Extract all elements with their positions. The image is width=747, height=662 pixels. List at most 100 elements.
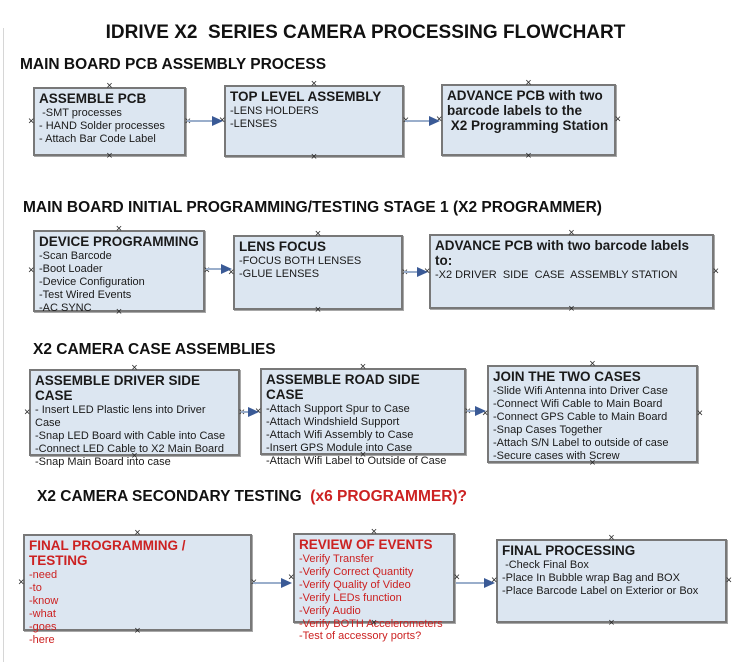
box-item: -SMT processes [39, 107, 122, 119]
box-items: -Verify Transfer-Verify Correct Quantity… [299, 553, 449, 643]
box-items: -Scan Barcode-Boot Loader-Device Configu… [39, 250, 199, 315]
connection-point-icon: × [310, 151, 318, 163]
box-item: -Verify LEDs function [299, 591, 402, 604]
box-item: -Slide Wifi Antenna into Driver Case [493, 385, 668, 397]
box-title: FINAL PROCESSING [502, 543, 636, 558]
connection-point-icon: × [608, 617, 615, 629]
connection-point-icon: × [436, 113, 443, 126]
box-item: -AC SYNC [39, 301, 92, 314]
box-item: -Connect GPS Cable to Main Board [493, 410, 668, 423]
box-lens-focus: LENS FOCUS -FOCUS BOTH LENSES-GLUE LENSE… [228, 229, 408, 316]
connection-point-icon: × [525, 150, 532, 162]
section-heading-initial-programming: MAIN BOARD INITIAL PROGRAMMING/TESTING S… [23, 199, 602, 217]
box-item: -Check Final Box [502, 559, 589, 571]
box-item: -know [29, 594, 59, 607]
flow-arrow [241, 407, 259, 417]
box-assemble-driver-side-case: ASSEMBLE DRIVER SIDE CASE - Insert LED P… [24, 363, 245, 468]
box-title: ASSEMBLE DRIVER SIDE CASE [35, 373, 204, 403]
box-top-level-assembly: TOP LEVEL ASSEMBLY -LENS HOLDERS-LENSES … [219, 79, 409, 163]
connection-point-icon: × [314, 304, 322, 316]
page-title: IDRIVE X2 SERIES CAMERA PROCESSING FLOWC… [105, 22, 626, 43]
connection-point-icon: × [359, 361, 367, 373]
connection-point-icon: × [314, 228, 322, 240]
page-edge-line [3, 28, 4, 662]
flow-arrow [405, 116, 440, 126]
box-item: -goes [29, 620, 57, 633]
box-item: -here [29, 633, 55, 646]
flow-arrow [187, 116, 223, 126]
connection-point-icon: × [28, 115, 35, 127]
box-items: -Slide Wifi Antenna into Driver Case-Con… [493, 385, 692, 462]
box-join-the-two-cases: JOIN THE TWO CASES -Slide Wifi Antenna i… [482, 359, 703, 469]
connection-point-icon: × [219, 114, 226, 127]
box-item: -Verify Correct Quantity [299, 565, 414, 578]
box-item: -Connect Wifi Cable to Main Board [493, 397, 663, 410]
connection-point-icon: × [608, 532, 615, 544]
box-item: -Attach Support Spur to Case [266, 403, 410, 415]
box-items: -SMT processes- HAND Solder processes- A… [39, 107, 180, 146]
heading-text: X2 CAMERA SECONDARY TESTING [37, 488, 311, 505]
connection-point-icon: × [491, 574, 498, 587]
box-item: -Insert GPS Module into Case [266, 441, 413, 454]
connection-point-icon: × [115, 223, 123, 235]
flow-arrow [206, 264, 232, 274]
connection-point-icon: × [238, 406, 245, 418]
heading-text: MAIN BOARD INITIAL PROGRAMMING/TESTING S… [23, 199, 602, 216]
connection-point-icon: × [453, 571, 460, 584]
connection-point-icon: × [402, 114, 409, 127]
box-item: -Place In Bubble wrap Bag and BOX [502, 571, 680, 584]
connection-point-icon: × [464, 405, 471, 417]
connection-point-icon: × [24, 406, 31, 418]
connection-point-icon: × [18, 576, 25, 588]
box-items: -FOCUS BOTH LENSES-GLUE LENSES [239, 255, 397, 281]
box-assemble-pcb: ASSEMBLE PCB -SMT processes- HAND Solder… [28, 81, 191, 162]
box-item: -Test Wired Events [39, 288, 132, 301]
box-item: -what [29, 607, 56, 620]
connection-point-icon: × [228, 266, 235, 278]
connection-point-icon: × [184, 115, 191, 127]
box-item: -Verify Audio [299, 604, 361, 617]
box-item: -Secure cases with Screw [493, 449, 620, 462]
box-item: -Scan Barcode [39, 250, 112, 262]
box-item: - Attach Bar Code Label [39, 132, 156, 145]
connection-point-icon: × [568, 303, 575, 315]
connection-point-icon: × [370, 526, 378, 538]
connection-point-icon: × [725, 574, 732, 587]
connection-point-icon: × [712, 265, 719, 277]
box-title: LENS FOCUS [239, 239, 327, 254]
connection-point-icon: × [525, 77, 532, 89]
box-items: -X2 DRIVER SIDE CASE ASSEMBLY STATION [435, 269, 708, 282]
box-title: ASSEMBLE PCB [39, 91, 147, 106]
connection-point-icon: × [424, 265, 431, 277]
box-title: FINAL PROGRAMMING / TESTING [29, 538, 190, 568]
box-title: ASSEMBLE ROAD SIDE CASE [266, 372, 424, 402]
connection-point-icon: × [310, 78, 318, 90]
heading-text: X2 CAMERA CASE ASSEMBLIES [33, 341, 276, 358]
box-item: -LENS HOLDERS [230, 105, 319, 117]
box-item: -Test of accessory ports? [299, 630, 422, 643]
box-item: -to [29, 581, 42, 594]
connection-point-icon: × [203, 264, 210, 277]
box-title: REVIEW OF EVENTS [299, 537, 433, 552]
flow-arrow [404, 267, 428, 277]
box-item: -Attach Wifi Assembly to Case [266, 428, 414, 441]
box-item: -Verify Transfer [299, 553, 374, 565]
box-item: -Attach Windshield Support [266, 415, 400, 428]
connection-point-icon: × [568, 227, 575, 239]
connection-point-icon: × [589, 358, 596, 370]
box-title: ADVANCE PCB with two barcode labels to t… [447, 88, 609, 133]
box-advance-pcb-driver-side: ADVANCE PCB with two barcode labels to: … [424, 228, 719, 315]
connection-point-icon: × [106, 150, 113, 162]
box-item: -need [29, 569, 58, 581]
box-title: DEVICE PROGRAMMING [39, 234, 199, 249]
box-final-programming-testing: FINAL PROGRAMMING / TESTING -need-to-kno… [18, 528, 257, 646]
box-advance-pcb-programming-station: ADVANCE PCB with two barcode labels to t… [436, 78, 621, 162]
connection-point-icon: × [131, 362, 138, 374]
box-items: -LENS HOLDERS-LENSES [230, 105, 398, 131]
box-item: -Verify Quality of Video [299, 578, 411, 591]
box-items: - Insert LED Plastic lens into Driver Ca… [35, 404, 234, 469]
connection-point-icon: × [614, 113, 621, 126]
box-item: -Place Barcode Label on Exterior or Box [502, 584, 699, 597]
connection-point-icon: × [401, 266, 408, 278]
